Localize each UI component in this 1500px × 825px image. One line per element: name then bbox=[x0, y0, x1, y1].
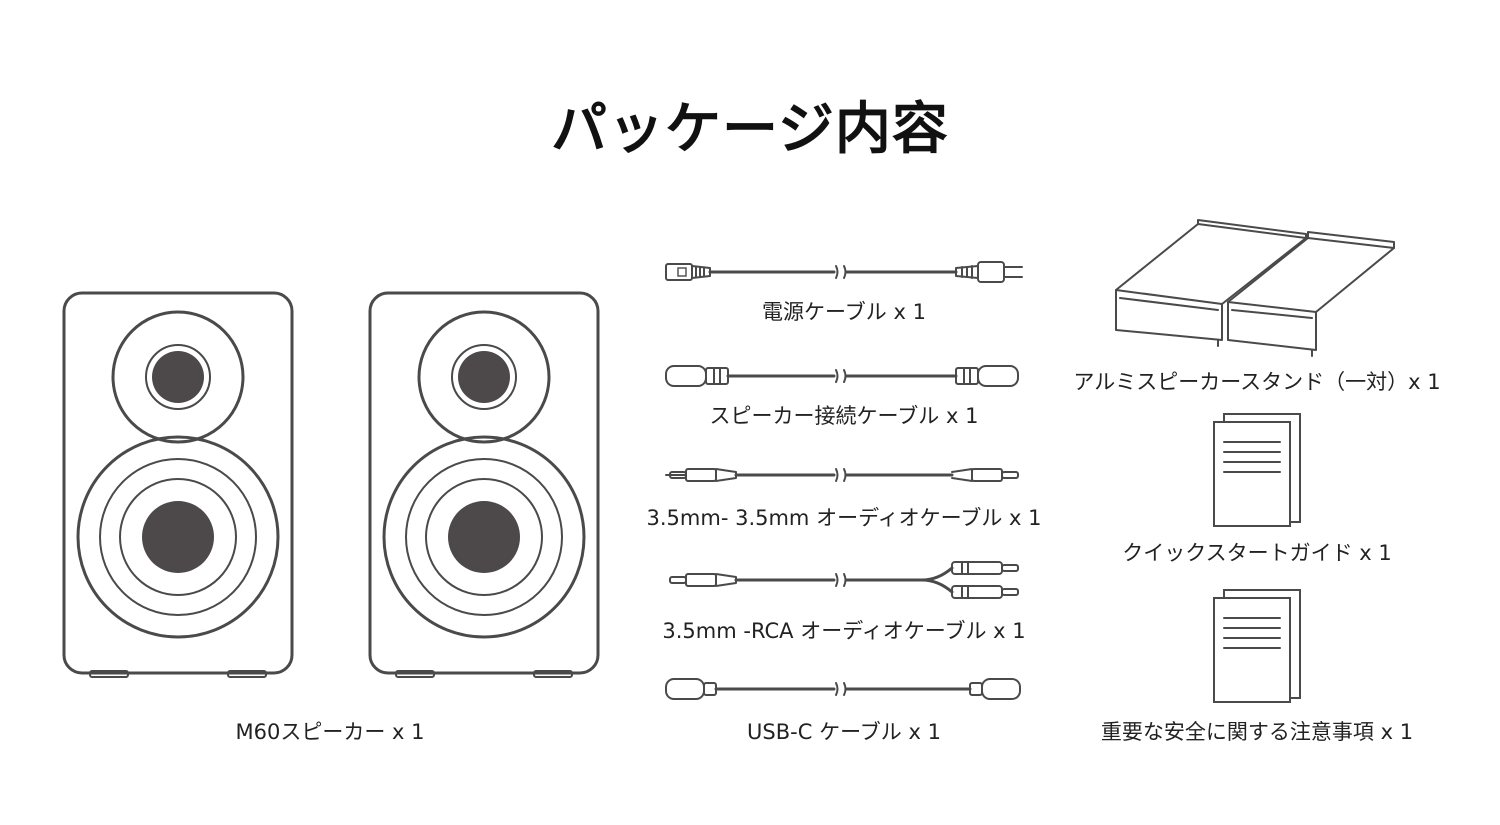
speakers-label: M60スピーカー x 1 bbox=[235, 720, 425, 744]
aux-cable-label: 3.5mm- 3.5mm オーディオケーブル x 1 bbox=[646, 506, 1042, 530]
power-cable-illustration bbox=[665, 261, 1023, 283]
quick-start-guide-illustration bbox=[1213, 413, 1301, 527]
power-cable-label: 電源ケーブル x 1 bbox=[762, 300, 926, 324]
aux-cable-illustration bbox=[665, 468, 1019, 482]
safety-notice-illustration bbox=[1213, 589, 1301, 703]
speaker-right-illustration bbox=[368, 291, 600, 678]
speaker-cable-illustration bbox=[665, 365, 1019, 387]
speaker-left-illustration bbox=[62, 291, 294, 678]
rca-cable-illustration bbox=[669, 561, 1019, 599]
stands-label: アルミスピーカースタンド（一対）x 1 bbox=[1073, 370, 1441, 394]
page-title: パッケージ内容 bbox=[551, 97, 949, 162]
safety-label: 重要な安全に関する注意事項 x 1 bbox=[1100, 720, 1414, 744]
quick-start-label: クイックスタートガイド x 1 bbox=[1122, 541, 1392, 565]
usbc-cable-illustration bbox=[665, 678, 1021, 700]
rca-cable-label: 3.5mm -RCA オーディオケーブル x 1 bbox=[662, 619, 1026, 643]
stands-illustration bbox=[1115, 219, 1395, 357]
usbc-cable-label: USB-C ケーブル x 1 bbox=[747, 720, 941, 744]
speaker-cable-label: スピーカー接続ケーブル x 1 bbox=[709, 404, 979, 428]
